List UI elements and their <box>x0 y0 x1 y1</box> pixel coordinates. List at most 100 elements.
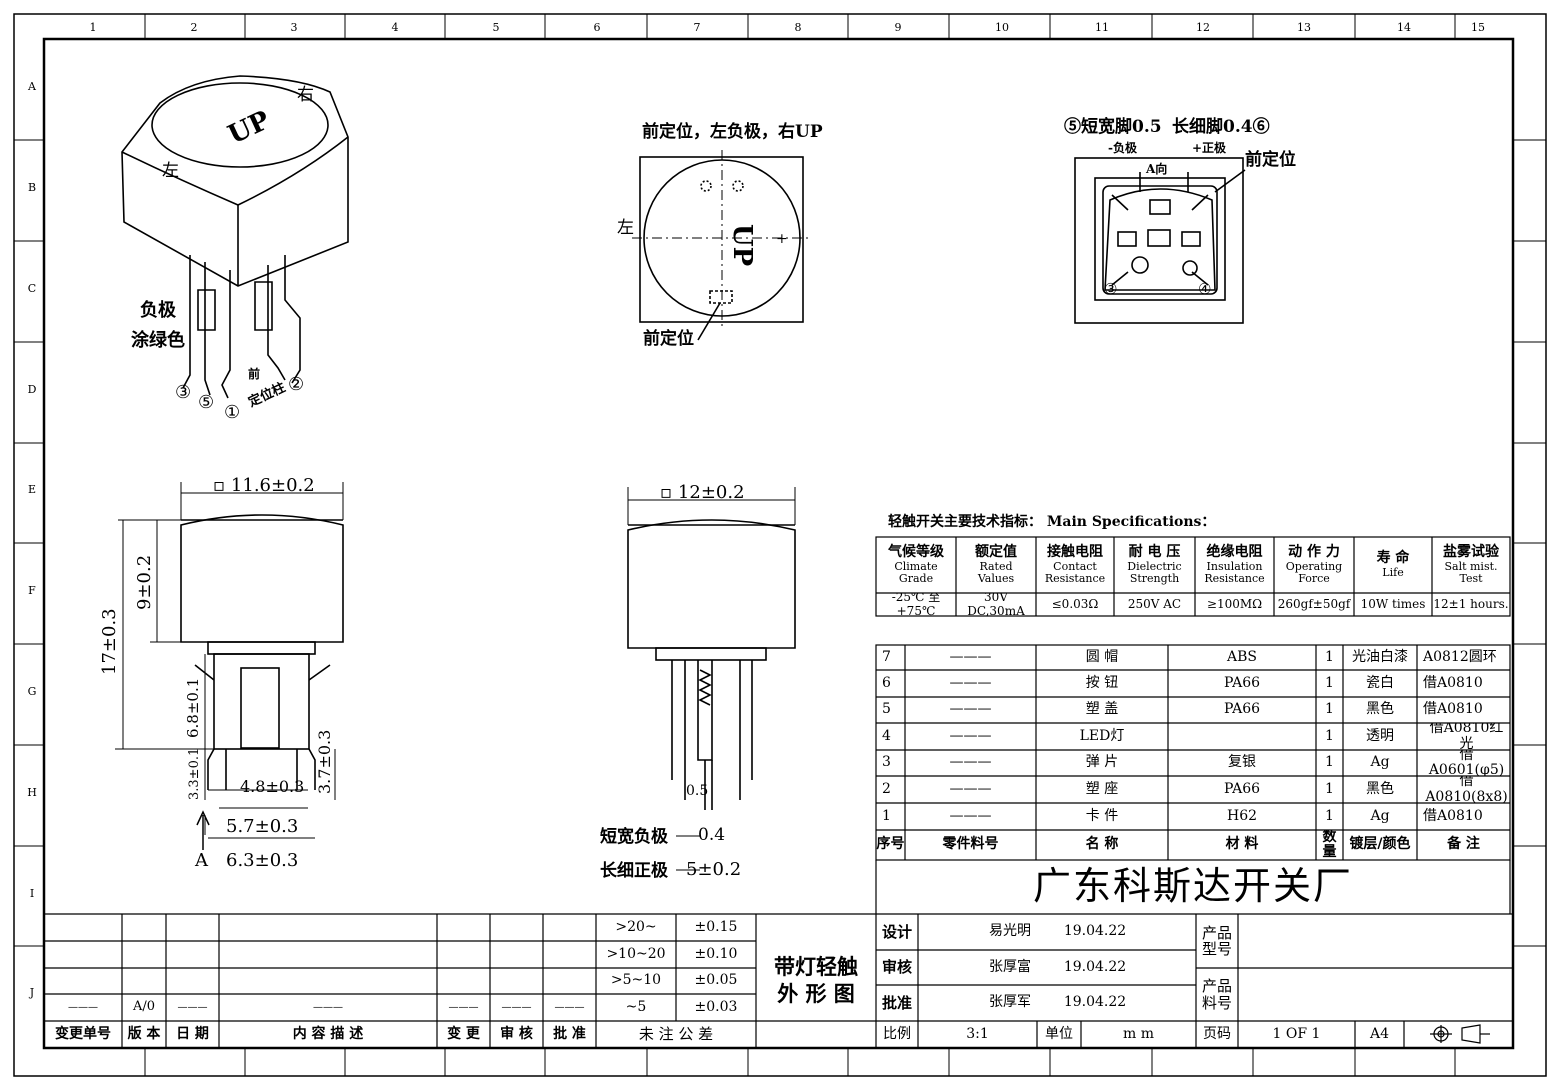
side-view <box>115 482 344 839</box>
paper-size: A4 <box>1369 1025 1390 1042</box>
side-h17-dim: 17±0.3 <box>99 608 120 675</box>
zone-col-10: 10 <box>995 21 1009 34</box>
iso-neg-label: 负极 <box>140 299 177 321</box>
zone-col-9: 9 <box>895 21 902 34</box>
signature-name: 易光明 <box>989 923 1031 940</box>
bom-cell: 借A0810红光 <box>1429 723 1504 750</box>
spec-value-7: 12±1 hours. <box>1433 596 1509 611</box>
revision-header-cell: 变 更 <box>447 1025 480 1042</box>
front-d04-dim: 0.4 <box>698 825 725 845</box>
zone-row-A: A <box>27 80 37 93</box>
revision-dash: ——— <box>68 1002 98 1013</box>
revision-dash: ——— <box>313 1002 343 1013</box>
bom-cell: 6 <box>882 674 891 691</box>
spec-header-en: Contact <box>1053 559 1097 573</box>
bottom-pos-label: +正极 <box>1192 140 1227 155</box>
spec-header-cn: 绝缘电阻 <box>1206 544 1263 561</box>
zone-row-F: F <box>28 584 36 597</box>
signature-date: 19.04.22 <box>1063 994 1127 1011</box>
bom-header-cell: 备 注 <box>1447 836 1480 853</box>
iso-pin5: ⑤ <box>198 392 214 413</box>
bom-header-cell: 名 称 <box>1085 836 1119 853</box>
zone-row-I: I <box>30 887 34 900</box>
side-width-dim: ▫ 11.6±0.2 <box>213 475 315 496</box>
bom-header-cell: 材 料 <box>1225 836 1259 853</box>
bom-cell: 透明 <box>1366 727 1394 744</box>
spec-value-2: ≤0.03Ω <box>1051 596 1099 611</box>
bom-cell: 圆 帽 <box>1085 648 1119 665</box>
spec-header-en2: Strength <box>1129 571 1180 585</box>
bom-cell: 瓷白 <box>1366 674 1394 691</box>
bom-cell: 5 <box>882 701 891 718</box>
revision-header-cell: 批 准 <box>553 1025 586 1042</box>
zone-row-C: C <box>28 282 36 295</box>
revision-dash: ——— <box>177 1002 208 1013</box>
spec-header-cn: 耐 电 压 <box>1128 544 1181 561</box>
tolerance-value: ±0.05 <box>694 972 738 989</box>
bom-cell: ——— <box>949 674 992 691</box>
revision-header-cell: 版 本 <box>127 1025 161 1042</box>
bom-header-cell: 数量 <box>1322 830 1337 860</box>
spec-header-en: Insulation <box>1206 559 1263 573</box>
scale-value: 3:1 <box>966 1025 989 1042</box>
iso-pin3: ③ <box>175 382 191 403</box>
bom-cell: ——— <box>949 727 992 744</box>
bom-cell: 黑色 <box>1366 701 1394 718</box>
signature-role: 审核 <box>881 958 912 977</box>
iso-view <box>121 75 349 399</box>
bottom-neg-label: -负极 <box>1108 140 1138 155</box>
page-value: 1 OF 1 <box>1272 1025 1321 1042</box>
bom-cell: 塑 盖 <box>1085 701 1119 718</box>
outer-frame <box>13 13 1547 1077</box>
bom-cell: 弹 片 <box>1085 754 1119 771</box>
revision-header-cell: 审 核 <box>500 1025 533 1042</box>
side-h37-dim: 3.7±0.3 <box>315 730 334 794</box>
signature-role: 批准 <box>881 993 912 1012</box>
revision-dash: ——— <box>448 1002 479 1013</box>
zone-row-E: E <box>28 483 36 496</box>
revision-header-cell: 内 容 描 述 <box>292 1025 364 1042</box>
bottom-pin6-label: 长细脚0.4⑥ <box>1172 116 1270 137</box>
signature-role: 设计 <box>881 922 912 941</box>
signature-name: 张厚富 <box>989 958 1031 975</box>
zone-row-G: G <box>28 685 37 698</box>
bottom-pin4: ④ <box>1198 280 1211 298</box>
zone-col-13: 13 <box>1297 21 1311 34</box>
spec-value-6: 10W times <box>1360 596 1426 611</box>
bom-cell: ABS <box>1227 648 1257 665</box>
revision-version: A/0 <box>132 999 156 1015</box>
bom-cell: 借A0810 <box>1423 674 1483 691</box>
front-long-label: 长细正极 <box>600 860 668 881</box>
bom-cell: 1 <box>1325 807 1334 824</box>
zone-col-6: 6 <box>594 21 601 34</box>
spec-header-en2: Values <box>977 571 1015 585</box>
bom-cell: 黑色 <box>1366 780 1394 797</box>
tolerance-range: >10~20 <box>606 945 666 962</box>
bom-cell: PA66 <box>1223 780 1261 797</box>
projection-symbol-icon <box>1430 1024 1490 1044</box>
table-grid <box>44 536 1513 1048</box>
bom-cell: 借A0810 <box>1423 701 1483 718</box>
side-h9-dim: 9±0.2 <box>134 555 155 610</box>
bom-cell: LED灯 <box>1079 727 1125 744</box>
drawing-name-line1: 带灯轻触 <box>774 953 858 979</box>
revision-dash: ——— <box>554 1002 585 1013</box>
zone-col-8: 8 <box>795 21 802 34</box>
revision-dash: ——— <box>501 1002 532 1013</box>
iso-front-post-2: 定位柱 <box>245 379 288 410</box>
spec-header-en: Life <box>1382 565 1404 579</box>
tolerance-range: >20~ <box>615 918 657 935</box>
scale-label: 比例 <box>883 1025 911 1042</box>
unit-value: m m <box>1122 1025 1154 1042</box>
bom-cell: 7 <box>882 648 891 665</box>
zone-col-5: 5 <box>493 21 500 34</box>
zone-col-4: 4 <box>392 21 399 34</box>
spec-header-en: Operating <box>1285 559 1343 573</box>
bom-cell: H62 <box>1226 807 1258 824</box>
spec-header-cn: 动 作 力 <box>1288 544 1340 561</box>
side-h68-dim: 6.8±0.1 <box>184 678 202 738</box>
zone-row-D: D <box>28 383 37 396</box>
